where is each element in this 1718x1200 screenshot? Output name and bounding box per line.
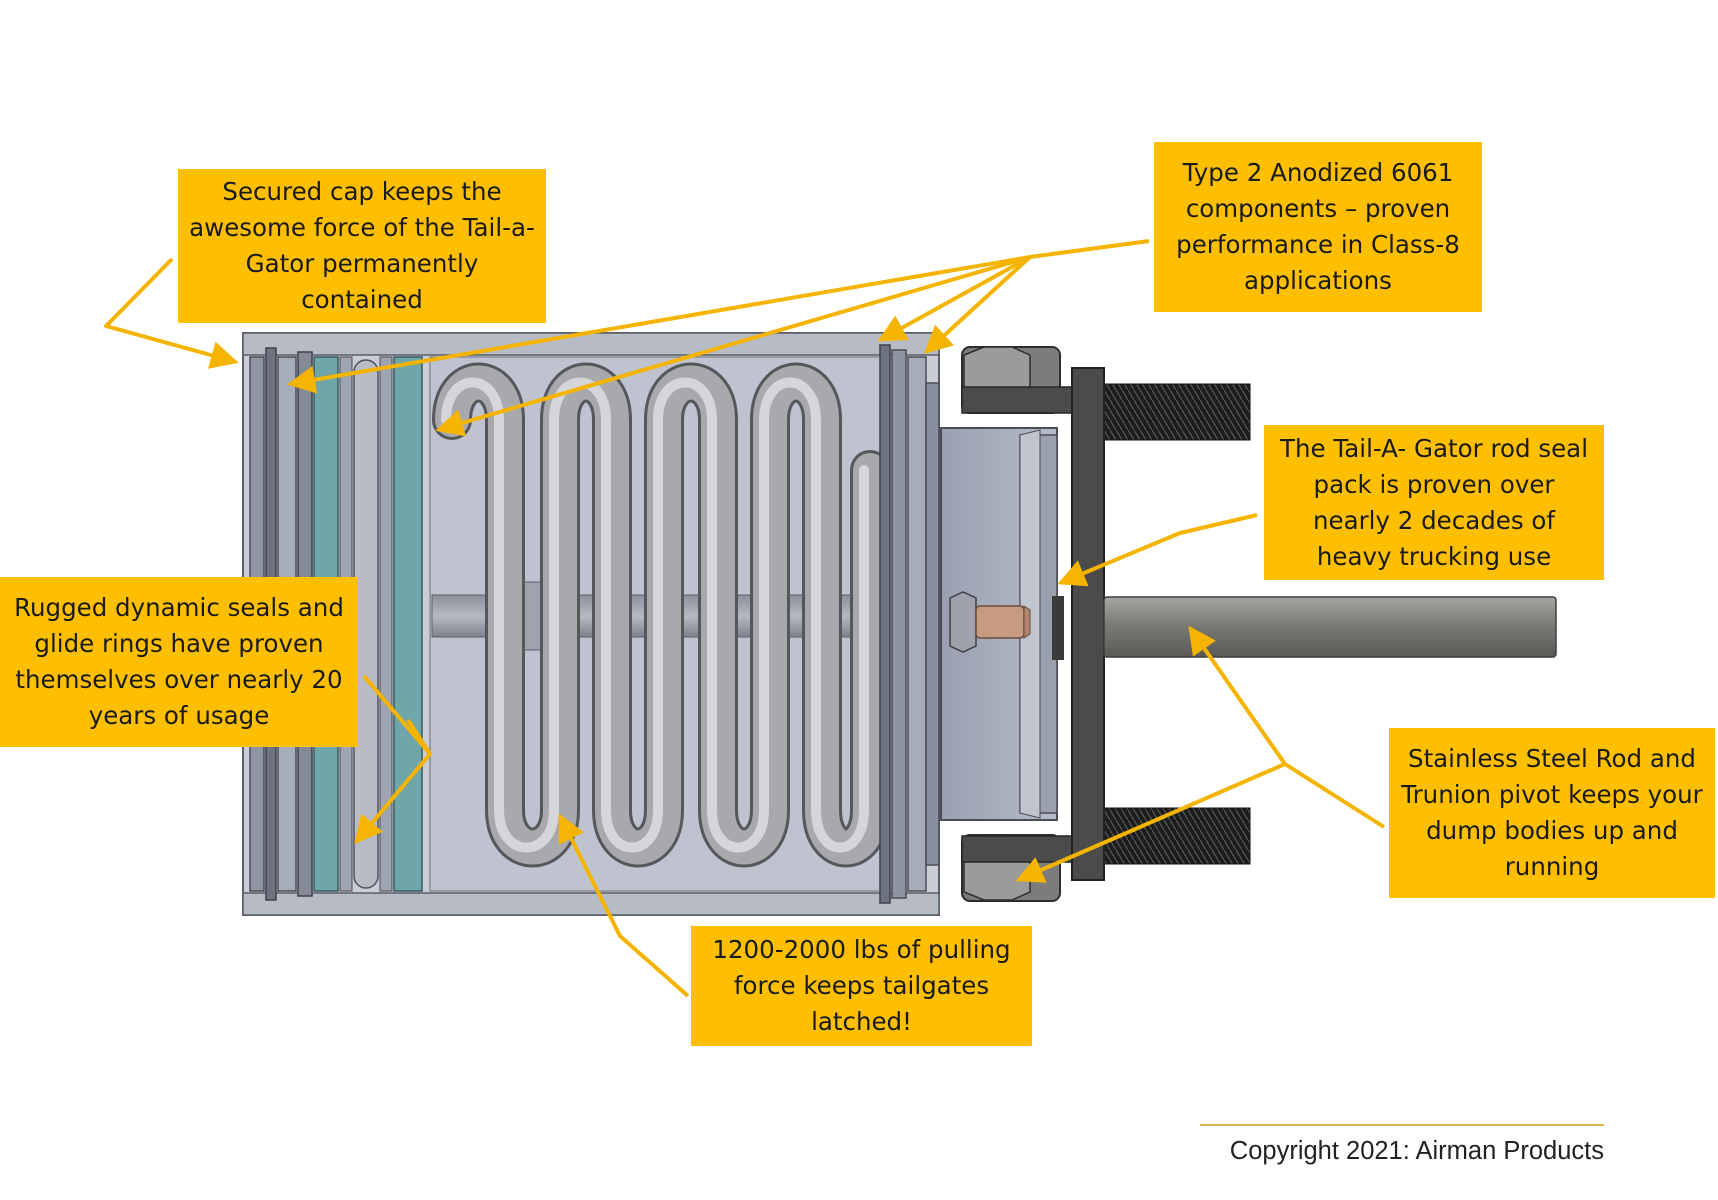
callout-rod-seal-pack-text: The Tail-A- Gator rod seal pack is prove… [1279,433,1589,571]
callout-pulling-force: 1200-2000 lbs of pulling force keeps tai… [691,926,1032,1046]
footer-rule [1200,1124,1604,1126]
arrow-dynamic-seals-2 [406,718,432,756]
callout-anodized-components-text: Type 2 Anodized 6061 components – proven… [1176,158,1460,295]
arrow-rod-seal [1057,513,1258,587]
copyright-text: Copyright 2021: Airman Products [1229,1137,1604,1165]
callout-rod-seal-pack: The Tail-A- Gator rod seal pack is prove… [1264,425,1604,580]
arrow-stainless-rod-2 [1015,762,1286,883]
callout-pulling-force-text: 1200-2000 lbs of pulling force keeps tai… [712,935,1011,1036]
callout-secured-cap-text: Secured cap keeps the awesome force of t… [189,177,535,314]
rod-seal-housing [940,427,1058,821]
arrow-anodized-3 [877,255,1031,342]
stainless-steel-rod [1052,596,1557,660]
arrow-anodized-4 [923,255,1032,354]
callout-secured-cap: Secured cap keeps the awesome force of t… [178,169,546,323]
callout-dynamic-seals: Rugged dynamic seals and glide rings hav… [0,577,358,747]
arrow-stainless-rod-1 [1188,625,1386,829]
arrow-secured-cap [104,257,239,369]
callout-stainless-rod: Stainless Steel Rod and Trunion pivot ke… [1389,728,1715,898]
callout-stainless-rod-text: Stainless Steel Rod and Trunion pivot ke… [1401,744,1703,881]
callout-anodized-components: Type 2 Anodized 6061 components – proven… [1154,142,1482,312]
trunion-bracket [961,346,1251,902]
arrow-anodized-2 [435,255,1031,437]
rod-gland-end [879,344,940,904]
callout-dynamic-seals-text: Rugged dynamic seals and glide rings hav… [14,593,344,730]
compression-spring [432,362,890,868]
leader-arrows [104,239,1386,998]
arrow-pulling-force [558,813,690,998]
piston-seal-stack [313,356,423,892]
